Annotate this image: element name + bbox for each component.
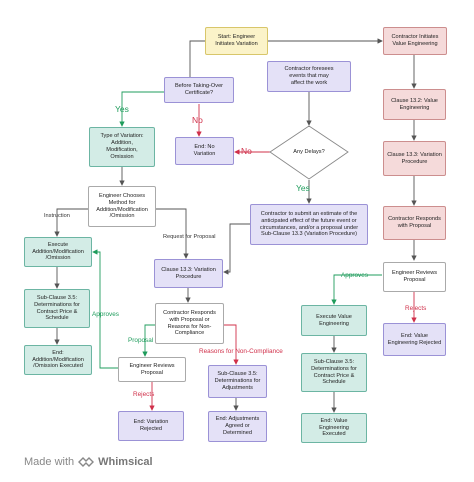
clause-13-2-node: Clause 13.2: Value Engineering: [383, 89, 446, 120]
contractor-responds-mid-node: Contractor Responds with Proposal or Rea…: [155, 303, 224, 344]
rejects-label-right: Rejects: [405, 305, 427, 312]
approves-label-left: Approves: [92, 311, 119, 318]
clause-13-3-mid-node: Clause 13.3: Variation Procedure: [154, 259, 223, 288]
no-label-delays: No: [241, 146, 252, 156]
whimsical-brand: Whimsical: [98, 456, 153, 468]
request-for-proposal-label: Request for Proposal: [163, 234, 216, 240]
made-with-text: Made with: [24, 456, 75, 468]
sub-clause-3-5-left-node: Sub-Clause 3.5: Determinations for Contr…: [24, 289, 90, 328]
engineer-reviews-mid-node: Engineer Reviews Proposal: [118, 357, 186, 382]
instruction-label: Instruction: [44, 213, 70, 219]
no-label-left: No: [192, 115, 203, 125]
rejects-label-mid: Rejects: [133, 391, 155, 398]
end-addition-executed-node: End: Addition/Modification /Omission Exe…: [24, 345, 92, 375]
footer: Made with Whimsical: [24, 456, 153, 468]
engineer-reviews-right-node: Engineer Reviews Proposal: [383, 262, 446, 292]
reasons-non-compliance-label: Reasons for Non-Compliance: [199, 348, 283, 355]
yes-label-left: Yes: [115, 104, 129, 114]
execute-node: Execute Addition/Modification /Omission: [24, 237, 92, 267]
whimsical-logo-icon: [78, 457, 95, 467]
execute-value-node: Execute Value Engineering: [301, 305, 367, 336]
any-delays-diamond: [269, 125, 349, 180]
approves-label-right: Approves: [341, 272, 368, 279]
yes-label-delays: Yes: [296, 183, 310, 193]
contractor-responds-right-node: Contractor Responds with Proposal: [383, 206, 446, 240]
end-value-rejected-node: End: Value Engineering Rejected: [383, 323, 446, 356]
any-delays-label: Any Delays?: [293, 149, 325, 155]
before-taking-over-node: Before Taking-Over Certificate?: [164, 77, 234, 103]
end-value-executed-node: End: Value Engineering Executed: [301, 413, 367, 443]
contractor-foresees-node: Contractor foresees events that may affe…: [267, 61, 351, 92]
end-variation-rejected-node: End: Variation Rejected: [118, 411, 184, 441]
proposal-label: Proposal: [128, 337, 154, 344]
start-node: Start: Engineer Initiates Variation: [205, 27, 268, 55]
clause-13-3-right-node: Clause 13.3: Variation Procedure: [383, 141, 446, 176]
type-of-variation-node: Type of Variation: Addition, Modificatio…: [89, 127, 155, 167]
end-adjustments-node: End: Adjustments Agreed or Determined: [208, 411, 267, 442]
sub-clause-3-5-right-node: Sub-Clause 3.5: Determinations for Contr…: [301, 353, 367, 392]
engineer-chooses-node: Engineer Chooses Method for Addition/Mod…: [88, 186, 156, 227]
contractor-initiates-node: Contractor Initiates Value Engineering: [383, 27, 447, 55]
sub-clause-3-5-adjust-node: Sub-Clause 3.5: Determinations for Adjus…: [208, 365, 267, 398]
contractor-submit-node: Contractor to submit an estimate of the …: [250, 204, 368, 245]
end-no-variation-node: End: No Variation: [175, 137, 234, 165]
